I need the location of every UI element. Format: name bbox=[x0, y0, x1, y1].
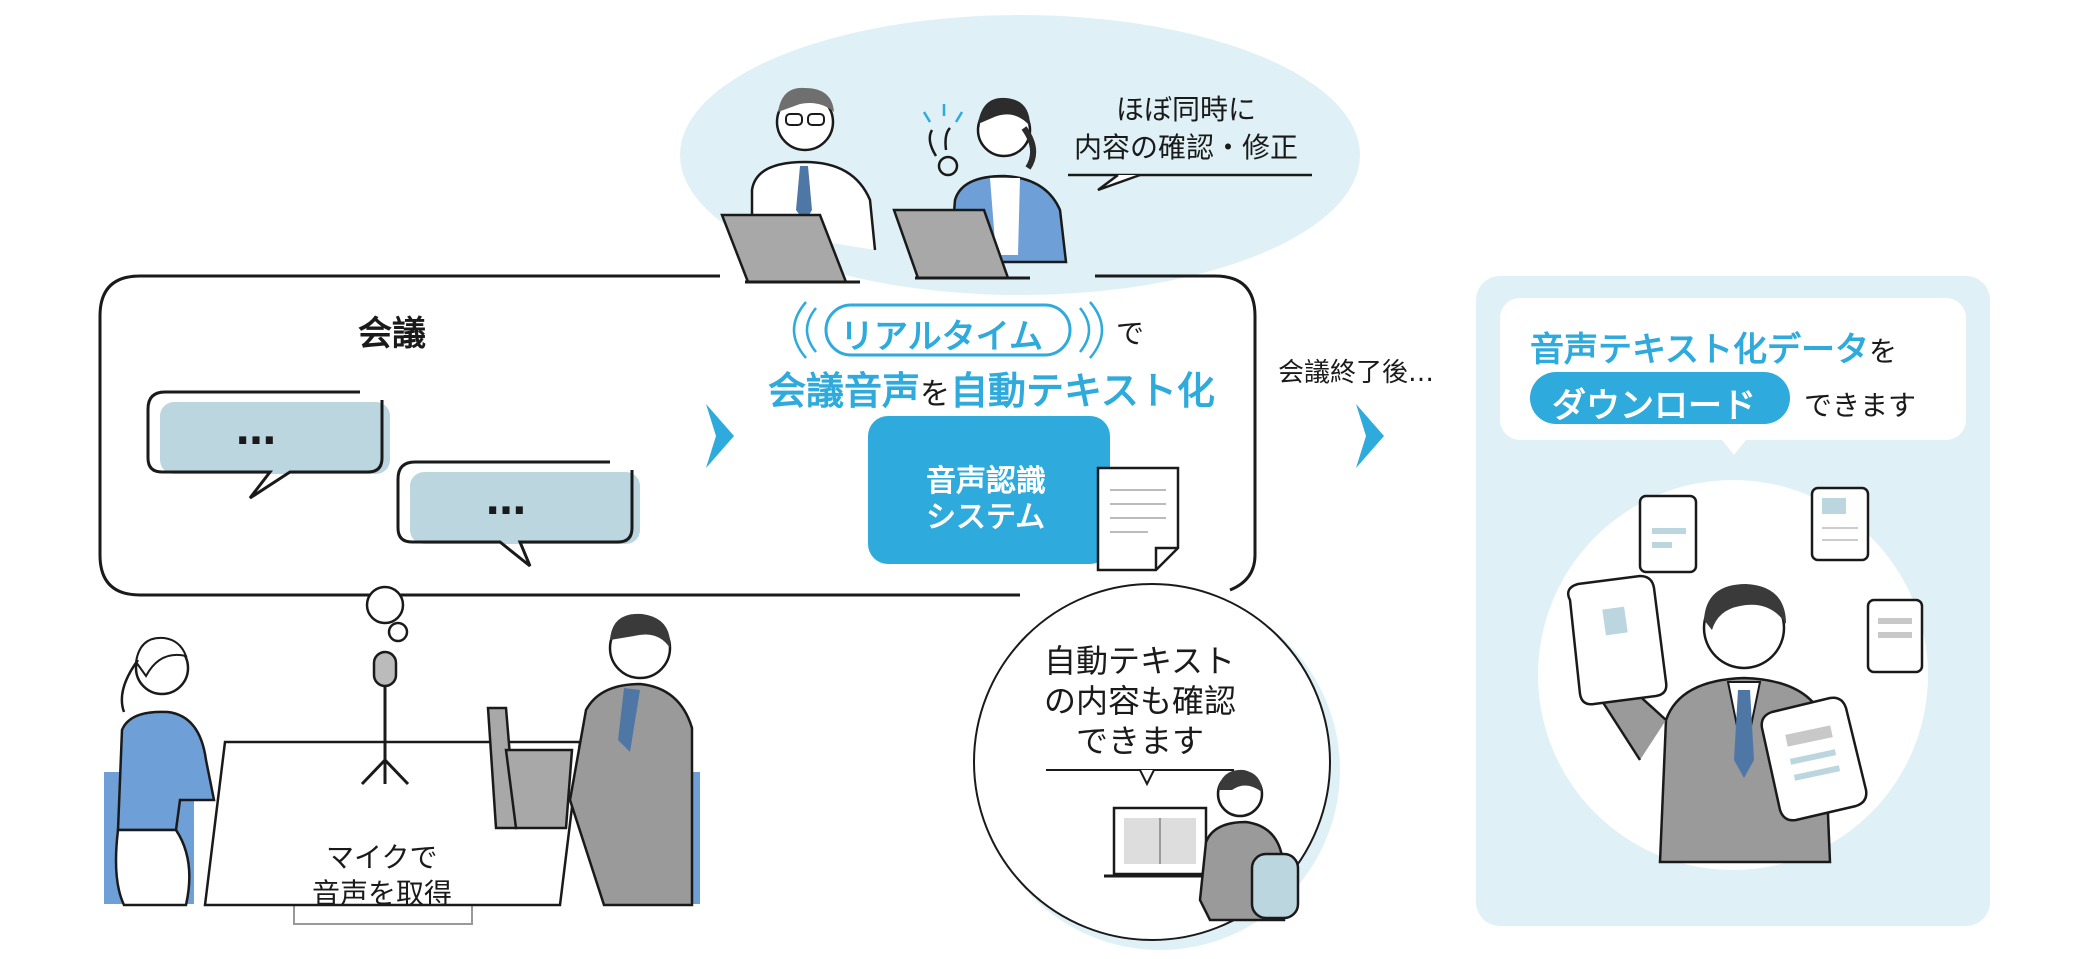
mic-note-line2: 音声を取得 bbox=[312, 877, 453, 910]
headline-wo: を bbox=[920, 377, 951, 412]
download-line1: 音声テキスト化データを bbox=[1530, 322, 1897, 371]
realtime-headline: 会議音声を自動テキスト化 bbox=[768, 360, 1215, 415]
after-meeting-label: 会議終了後… bbox=[1278, 358, 1435, 388]
speech-bubble-icon bbox=[396, 460, 640, 568]
check-note-line3: できます bbox=[1076, 722, 1205, 760]
check-note-line2: の内容も確認 bbox=[1044, 682, 1237, 720]
headline-part2: 自動テキスト化 bbox=[950, 369, 1215, 413]
speech-bubble-icon bbox=[146, 390, 390, 500]
person-icon bbox=[114, 636, 216, 907]
laptop-icon bbox=[1104, 806, 1216, 878]
microphone-icon bbox=[360, 650, 410, 786]
person-icon bbox=[568, 613, 694, 907]
thought-dot-small bbox=[387, 621, 409, 643]
realtime-de: で bbox=[1116, 317, 1145, 350]
document-icon bbox=[1567, 574, 1668, 706]
document-icon bbox=[1810, 486, 1870, 562]
download-part1: 音声テキスト化データ bbox=[1530, 330, 1869, 370]
headline-part1: 会議音声 bbox=[768, 369, 921, 413]
mic-note-line1: マイクで bbox=[326, 841, 438, 874]
laptop-icon bbox=[892, 208, 1030, 280]
meeting-title: 会議 bbox=[358, 314, 426, 354]
check-note-line1: 自動テキスト bbox=[1044, 642, 1236, 680]
document-icon bbox=[1638, 494, 1698, 574]
download-part1-wo: を bbox=[1868, 335, 1897, 368]
arrow-right-icon bbox=[1356, 404, 1384, 468]
arrow-right-icon bbox=[706, 404, 734, 468]
document-icon bbox=[1760, 696, 1868, 822]
top-note-line1: ほぼ同時に bbox=[1116, 93, 1257, 126]
system-line2: システム bbox=[926, 500, 1046, 535]
realtime-badge-frame bbox=[792, 301, 1104, 359]
check-note-bubble bbox=[1046, 769, 1234, 787]
download-badge-text: ダウンロード bbox=[1552, 386, 1756, 426]
top-note-line2: 内容の確認・修正 bbox=[1074, 131, 1299, 164]
speech-bubble-2-text: … bbox=[486, 478, 526, 524]
download-callout-tail bbox=[1722, 440, 1746, 455]
laptop-icon bbox=[486, 706, 574, 830]
meeting-frame bbox=[98, 274, 1257, 597]
download-badge-bg bbox=[1530, 372, 1790, 424]
document-icon bbox=[1866, 598, 1924, 674]
person-icon bbox=[1198, 769, 1300, 922]
speech-bubble-1-text: … bbox=[236, 408, 276, 454]
speech-recognition-system-box bbox=[868, 416, 1110, 564]
system-line1: 音声認識 bbox=[926, 464, 1046, 499]
document-icon bbox=[1096, 466, 1180, 572]
laptop-icon bbox=[720, 213, 860, 284]
download-part2: できます bbox=[1804, 389, 1917, 422]
realtime-badge-text: リアルタイム bbox=[840, 317, 1043, 357]
top-note-bubble bbox=[1068, 173, 1312, 192]
thought-dot-large bbox=[365, 585, 405, 625]
